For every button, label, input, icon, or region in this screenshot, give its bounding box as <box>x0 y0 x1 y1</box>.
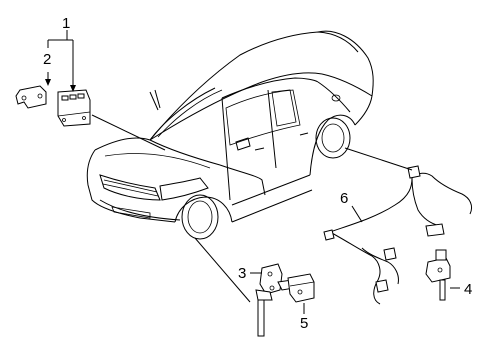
callout-1: 1 <box>62 15 70 32</box>
leader-lines-1-2 <box>45 30 166 151</box>
leader-line-6-wheel <box>344 147 413 171</box>
front-height-sensor-part <box>255 263 295 337</box>
callout-3: 3 <box>238 265 246 282</box>
control-module-part <box>57 89 91 127</box>
callout-4: 4 <box>464 281 472 298</box>
mounting-bracket-part <box>15 85 47 109</box>
wiring-harness-part <box>323 165 473 305</box>
leader-line-3-wheel <box>194 237 251 303</box>
leader-line-6 <box>351 205 363 223</box>
rear-height-sensor-part <box>425 249 451 301</box>
callout-5: 5 <box>300 315 308 332</box>
callout-6: 6 <box>340 190 348 207</box>
callout-2: 2 <box>43 51 51 68</box>
car-illustration <box>86 30 374 240</box>
sensor-bracket-part <box>287 273 315 303</box>
